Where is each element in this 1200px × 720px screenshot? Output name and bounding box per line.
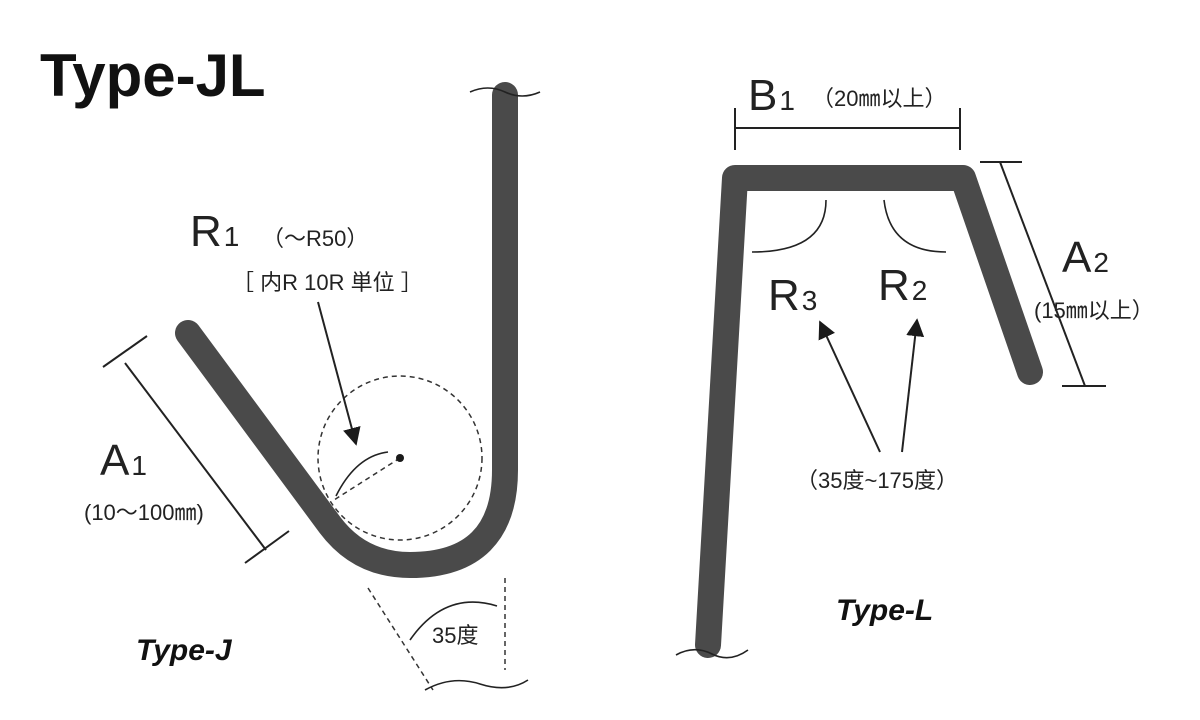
r2-pointer-arrow [901,318,925,453]
b1-range-text: （20㎜以上） [812,86,946,111]
r3-pointer-arrow [818,320,881,453]
a1-dimension-line [124,362,267,551]
r1-center-dot [396,454,404,462]
type-j-drawing [102,82,541,691]
r1-label: R1 [190,207,239,256]
r1-angle-arc [335,451,389,497]
a1-bottom-tick [244,530,290,564]
a2-label: A2 [1062,233,1109,282]
a1-range-text: (10～100㎜) [84,500,204,525]
b1-label: B1 [748,71,795,120]
j-break-line [469,87,541,97]
a2-dimension-line [999,161,1086,387]
type-l-drawing [675,108,1106,659]
r3-label: R3 [768,271,817,320]
r1-pointer-arrow [317,301,361,446]
l-shape-wire [695,165,1043,658]
type-l-label: Type-L [836,594,933,627]
r1-range-text: （～R50） [262,226,368,251]
r1-dashed-circle [317,375,483,541]
a1-top-tick [102,335,148,368]
l-break-line [675,648,749,659]
type-j-label: Type-J [136,634,233,667]
a1-label: A1 [100,436,147,485]
j-angle-arc [409,601,498,641]
r2-arc [883,199,947,253]
r2-label: R2 [878,261,927,310]
j-angle-text: 35度 [432,623,478,648]
diagram-title: Type-JL [40,42,266,109]
r1-radius-line [333,457,401,501]
l-angle-range-text: （35度~175度） [796,468,958,493]
a2-range-text: (15㎜以上） [1034,298,1154,323]
j-angle-line-left [367,587,434,691]
r3-arc [751,199,827,253]
r1-note-text: ［ 内R 10R 単位 ］ [232,270,423,295]
j-bottom-break-line [424,679,529,691]
j-hook-wire [175,82,518,578]
